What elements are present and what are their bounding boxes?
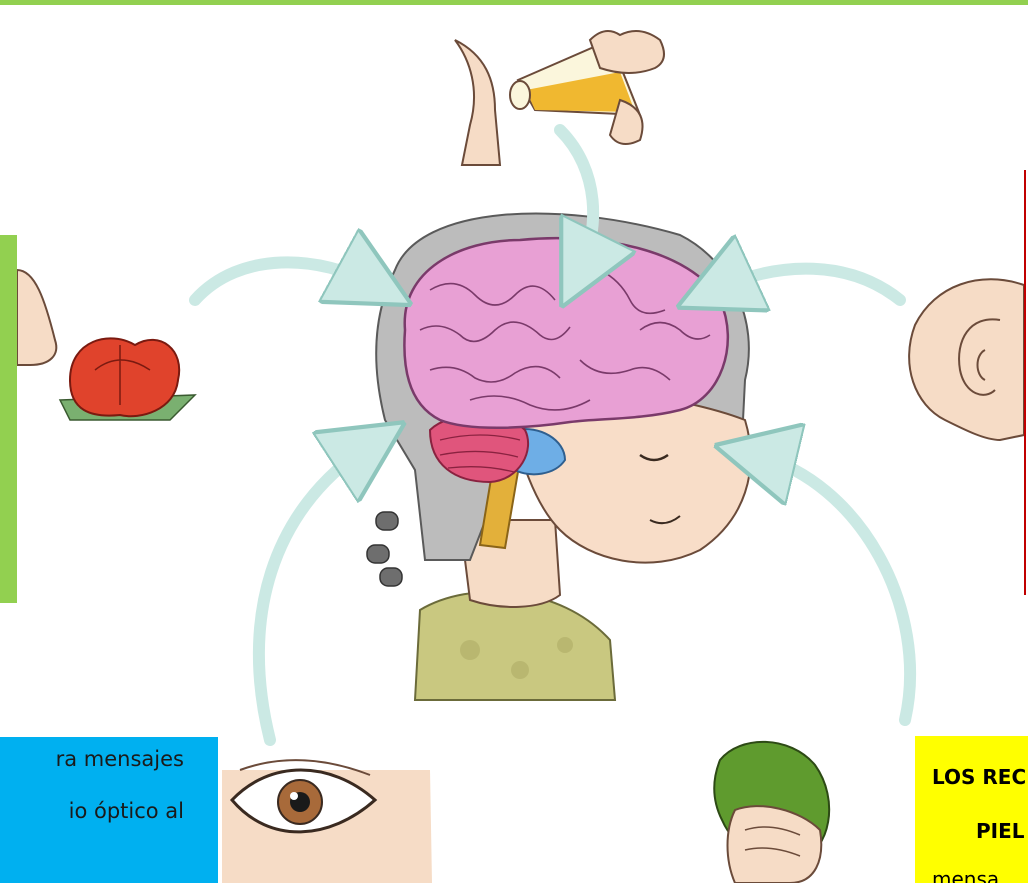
hair-beads — [367, 512, 402, 586]
smell-nose-rose — [17, 270, 195, 420]
touch-text-line-3: mensa — [932, 869, 999, 883]
sight-text-line-2: io óptico al — [69, 801, 184, 822]
arrow-sight — [259, 445, 370, 740]
sight-info-box: ra mensajes io óptico al — [0, 737, 218, 883]
arrow-smell — [195, 262, 375, 300]
touch-hand — [714, 742, 829, 883]
child-head-with-brain — [367, 213, 751, 700]
arrow-hearing — [715, 269, 900, 300]
touch-info-box: LOS REC PIEL mensa — [915, 736, 1028, 883]
hearing-info-box-border — [1024, 170, 1026, 595]
smell-info-box — [0, 235, 17, 603]
shirt — [415, 592, 615, 700]
cerebrum — [404, 238, 727, 428]
touch-text-line-1: LOS REC — [932, 767, 1026, 787]
sight-eye — [222, 760, 432, 883]
hearing-ear — [909, 279, 1024, 440]
sight-text-line-1: ra mensajes — [56, 749, 184, 770]
arrow-touch — [755, 455, 910, 720]
touch-text-line-2: PIEL — [976, 821, 1025, 841]
taste-drinking — [455, 31, 664, 165]
